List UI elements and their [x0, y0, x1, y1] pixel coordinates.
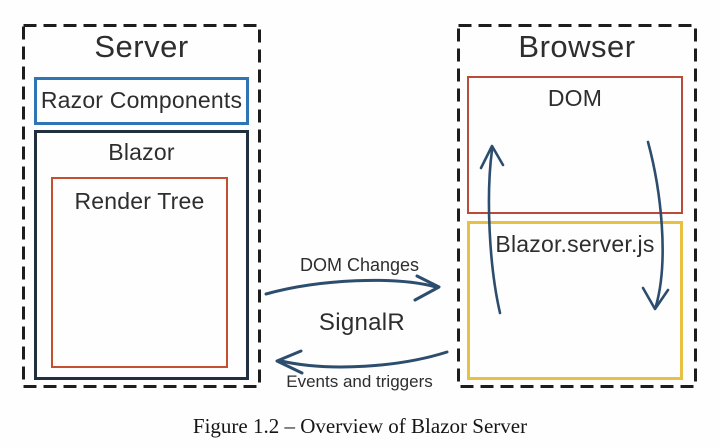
render-tree-label: Render Tree — [74, 188, 205, 214]
razor-components-box: Razor Components — [34, 77, 249, 125]
render-tree-box: Render Tree — [51, 177, 228, 368]
dom-changes-label: DOM Changes — [299, 255, 420, 275]
blazor-server-js-label: Blazor.server.js — [495, 231, 655, 257]
razor-components-label: Razor Components — [40, 87, 243, 114]
blazor-label: Blazor — [108, 139, 175, 165]
browser-panel-title: Browser — [518, 29, 636, 64]
server-panel-title: Server — [94, 29, 189, 64]
figure-caption: Figure 1.2 – Overview of Blazor Server — [192, 414, 528, 438]
signalr-label: SignalR — [318, 309, 406, 336]
events-and-triggers-arrow — [275, 349, 449, 375]
events-and-triggers-label: Events and triggers — [286, 372, 433, 391]
dom-changes-arrow — [264, 274, 441, 302]
blazor-server-js-box: Blazor.server.js — [467, 221, 683, 380]
dom-box: DOM — [467, 76, 683, 214]
dom-label: DOM — [547, 85, 603, 111]
